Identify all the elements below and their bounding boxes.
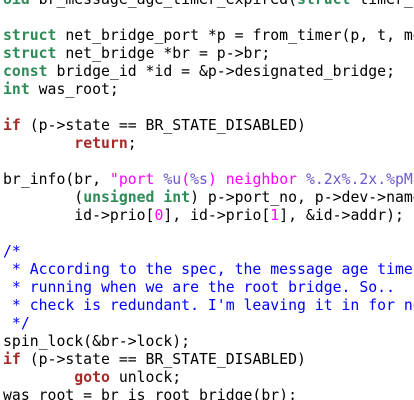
code-token: timer_l [350, 0, 414, 8]
code-token: net_bridge *br = p->br; [56, 45, 271, 62]
code-token: struct [3, 27, 57, 44]
code-token: ; [127, 135, 137, 152]
code-text[interactable]: oid br_message_age_timer_expired(struct … [3, 0, 414, 400]
code-token: * According to the spec, the message age… [3, 261, 414, 278]
code-line: was_root = br_is_root_bridge(br); [3, 387, 414, 400]
code-token: (p->state == BR_STATE_DISABLED) [20, 351, 306, 368]
code-line: if (p->state == BR_STATE_DISABLED) [3, 351, 414, 369]
code-token: /* [3, 243, 21, 260]
code-token: was_root = br_is_root_bridge(br); [3, 387, 297, 400]
code-line: ​ [3, 99, 414, 117]
code-token: (p->state == BR_STATE_DISABLED) [20, 117, 306, 134]
code-token: br_info(br, [3, 171, 110, 188]
code-line: id->prio[0], id->prio[1], &id->addr); [3, 207, 414, 225]
code-token: "port [109, 171, 164, 188]
code-token: * running when we are the root bridge. S… [3, 279, 395, 296]
code-token: %s [190, 171, 208, 188]
code-line: goto unlock; [3, 369, 414, 387]
code-token: if [3, 351, 21, 368]
code-token: ], &id->addr); [279, 207, 404, 224]
code-line: return; [3, 135, 414, 153]
code-token: 0 [154, 207, 164, 224]
code-line: const bridge_id *id = &p->designated_bri… [3, 63, 414, 81]
code-line: */ [3, 315, 414, 333]
code-token: return [74, 135, 128, 152]
code-token: spin_lock(&br->lock); [3, 333, 191, 350]
code-token: bridge_id *id = &p->designated_bridge; [47, 63, 395, 80]
code-token: br_message_age_timer_expired( [30, 0, 297, 8]
code-line: int was_root; [3, 81, 414, 99]
code-token: 1 [270, 207, 280, 224]
code-token: goto [74, 369, 110, 386]
code-token: %.2x%.2x.%pM [305, 171, 413, 188]
code-token: net_bridge_port *p = from_timer(p, t, me [56, 27, 414, 44]
code-line: struct net_bridge_port *p = from_timer(p… [3, 27, 414, 45]
code-line: * check is redundant. I'm leaving it in … [3, 297, 414, 315]
code-line: * running when we are the root bridge. S… [3, 279, 414, 297]
code-token: ( [181, 171, 191, 188]
code-token: ( [3, 189, 84, 206]
code-line: ​ [3, 9, 414, 27]
code-token [3, 135, 74, 152]
code-line: br_info(br, "port %u(%s) neighbor %.2x%.… [3, 171, 414, 189]
code-line: (unsigned int) p->port_no, p->dev->name [3, 189, 414, 207]
code-line: * According to the spec, the message age… [3, 261, 414, 279]
code-token: */ [3, 315, 30, 332]
code-token: unsigned int [83, 189, 191, 206]
code-token: const [3, 63, 48, 80]
code-token: unlock; [109, 369, 182, 386]
code-token: struct [3, 45, 57, 62]
code-token: id->prio[ [3, 207, 155, 224]
code-token: oid [3, 0, 30, 8]
code-token: if [3, 117, 21, 134]
code-token: was_root; [29, 81, 119, 98]
code-line: if (p->state == BR_STATE_DISABLED) [3, 117, 414, 135]
code-token: ], id->prio[ [163, 207, 271, 224]
code-line: oid br_message_age_timer_expired(struct … [3, 0, 414, 9]
code-token [3, 369, 74, 386]
code-token: ) p->port_no, p->dev->name [190, 189, 414, 206]
code-line: struct net_bridge *br = p->br; [3, 45, 414, 63]
code-line: /* [3, 243, 414, 261]
code-token: int [3, 81, 30, 98]
code-line: ​ [3, 153, 414, 171]
code-token: %u [163, 171, 182, 188]
code-line: ​ [3, 225, 414, 243]
code-token: * check is redundant. I'm leaving it in … [3, 297, 414, 314]
code-token: ) neighbor [207, 171, 306, 188]
code-line: spin_lock(&br->lock); [3, 333, 414, 351]
code-token: struct [297, 0, 350, 8]
